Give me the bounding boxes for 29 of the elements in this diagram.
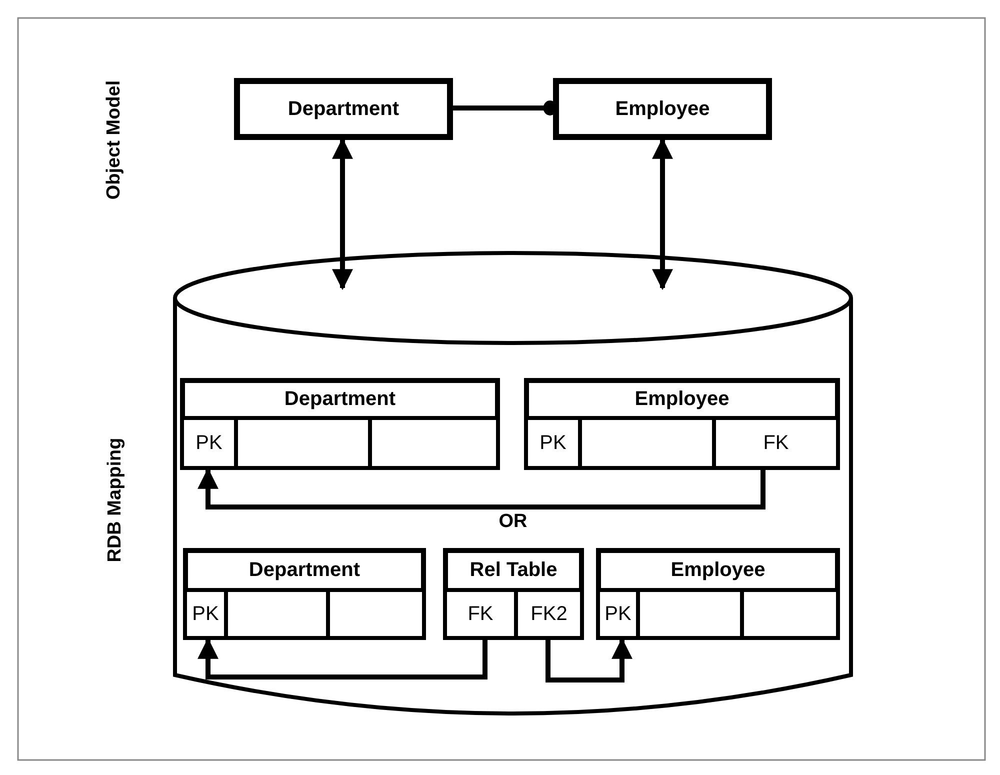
class-name: Employee bbox=[614, 97, 711, 121]
class-box bbox=[234, 78, 453, 140]
table-box bbox=[524, 378, 840, 470]
field-label: PK bbox=[194, 431, 224, 455]
double-arrow bbox=[332, 138, 353, 290]
section-label: Object Model bbox=[104, 80, 126, 200]
table-name: Rel Table bbox=[468, 558, 558, 582]
table-box bbox=[183, 548, 426, 640]
table-name: Department bbox=[248, 558, 362, 582]
field-label: PK bbox=[604, 602, 632, 626]
field-label: FK bbox=[762, 431, 790, 455]
table-box bbox=[596, 548, 840, 640]
field-label: FK bbox=[466, 602, 494, 626]
section-label: RDB Mapping bbox=[104, 438, 126, 562]
class-box bbox=[553, 78, 772, 140]
table-name: Employee bbox=[670, 558, 766, 582]
separator-label: OR bbox=[498, 511, 528, 533]
table-box bbox=[180, 378, 500, 470]
table-box bbox=[443, 548, 584, 640]
arrow bbox=[198, 638, 488, 680]
field-label: PK bbox=[538, 431, 568, 455]
arrow bbox=[546, 638, 632, 682]
table-name: Employee bbox=[634, 387, 730, 411]
field-label: FK2 bbox=[530, 602, 568, 626]
double-arrow bbox=[652, 138, 673, 290]
class-name: Department bbox=[286, 97, 400, 121]
field-label: PK bbox=[191, 602, 220, 626]
table-name: Department bbox=[283, 387, 397, 411]
arrow bbox=[198, 468, 766, 510]
